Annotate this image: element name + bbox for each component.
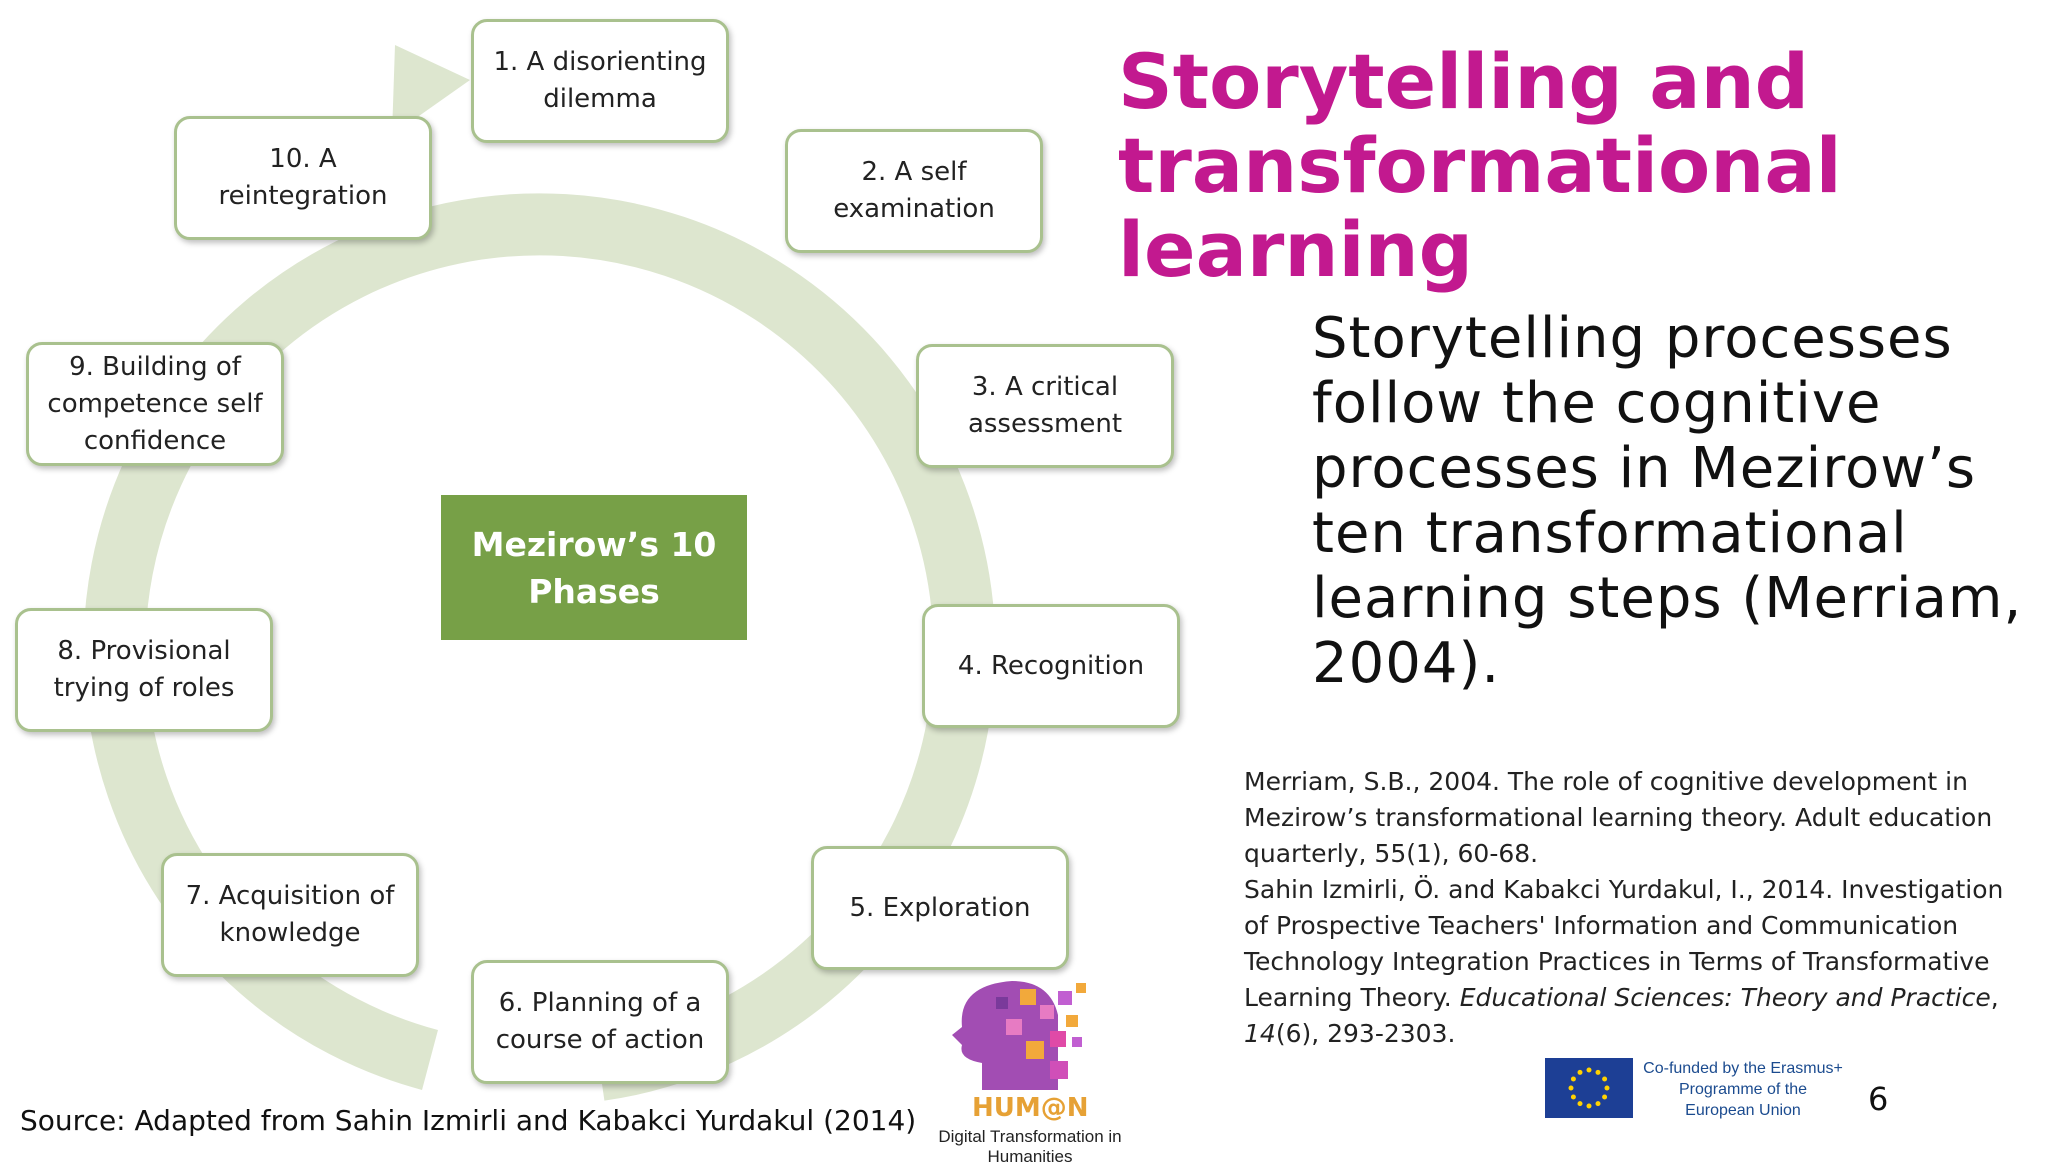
reference-volume: 14 — [1244, 1019, 1276, 1048]
cycle-arrowhead-icon — [392, 45, 470, 135]
references: Merriam, S.B., 2004. The role of cogniti… — [1244, 764, 2034, 1052]
human-head-icon — [952, 981, 1086, 1090]
phase-7-box: 7. Acquisition of knowledge — [161, 853, 419, 977]
reference-sahin-izmirli: Sahin Izmirli, Ö. and Kabakci Yurdakul, … — [1244, 875, 2004, 1048]
phase-3-box: 3. A critical assessment — [916, 344, 1174, 468]
reference-merriam: Merriam, S.B., 2004. The role of cogniti… — [1244, 767, 1993, 868]
cycle-arrow — [83, 45, 996, 1101]
eu-cofunded-text: Co-funded by the Erasmus+ Programme of t… — [1643, 1060, 1843, 1119]
human-logo: HUM@N Digital Transformation in Humaniti… — [900, 975, 1160, 1166]
slide-title: Storytelling and transformational learni… — [1118, 37, 1842, 294]
phase-5-box: 5. Exploration — [811, 846, 1069, 970]
mezirow-phases-diagram: Mezirow’s 10 Phases 1. A disorienting di… — [15, 19, 1180, 1101]
human-wordmark: HUM@N — [972, 1093, 1089, 1123]
phase-10-box: 10. A reintegration — [174, 116, 432, 240]
diagram-center-label: Mezirow’s 10 Phases — [441, 495, 747, 640]
human-tagline: Digital Transformation in Humanities — [938, 1127, 1122, 1166]
phase-1-box: 1. A disorienting dilemma — [471, 19, 729, 143]
eu-cofunded-logo: Co-funded by the Erasmus+ Programme of t… — [1545, 1058, 1845, 1120]
phase-6-box: 6. Planning of a course of action — [471, 960, 729, 1084]
phase-9-box: 9. Building of competence self confidenc… — [26, 342, 284, 466]
eu-flag-icon — [1545, 1058, 1633, 1118]
reference-journal: Educational Sciences: Theory and Practic… — [1459, 983, 1991, 1012]
phase-8-box: 8. Provisional trying of roles — [15, 608, 273, 732]
phase-2-box: 2. A self examination — [785, 129, 1043, 253]
page-number: 6 — [1868, 1080, 1889, 1118]
slide-body-text: Storytelling processes follow the cognit… — [1312, 306, 2023, 696]
phase-4-box: 4. Recognition — [922, 604, 1180, 728]
source-caption: Source: Adapted from Sahin Izmirli and K… — [20, 1104, 917, 1137]
